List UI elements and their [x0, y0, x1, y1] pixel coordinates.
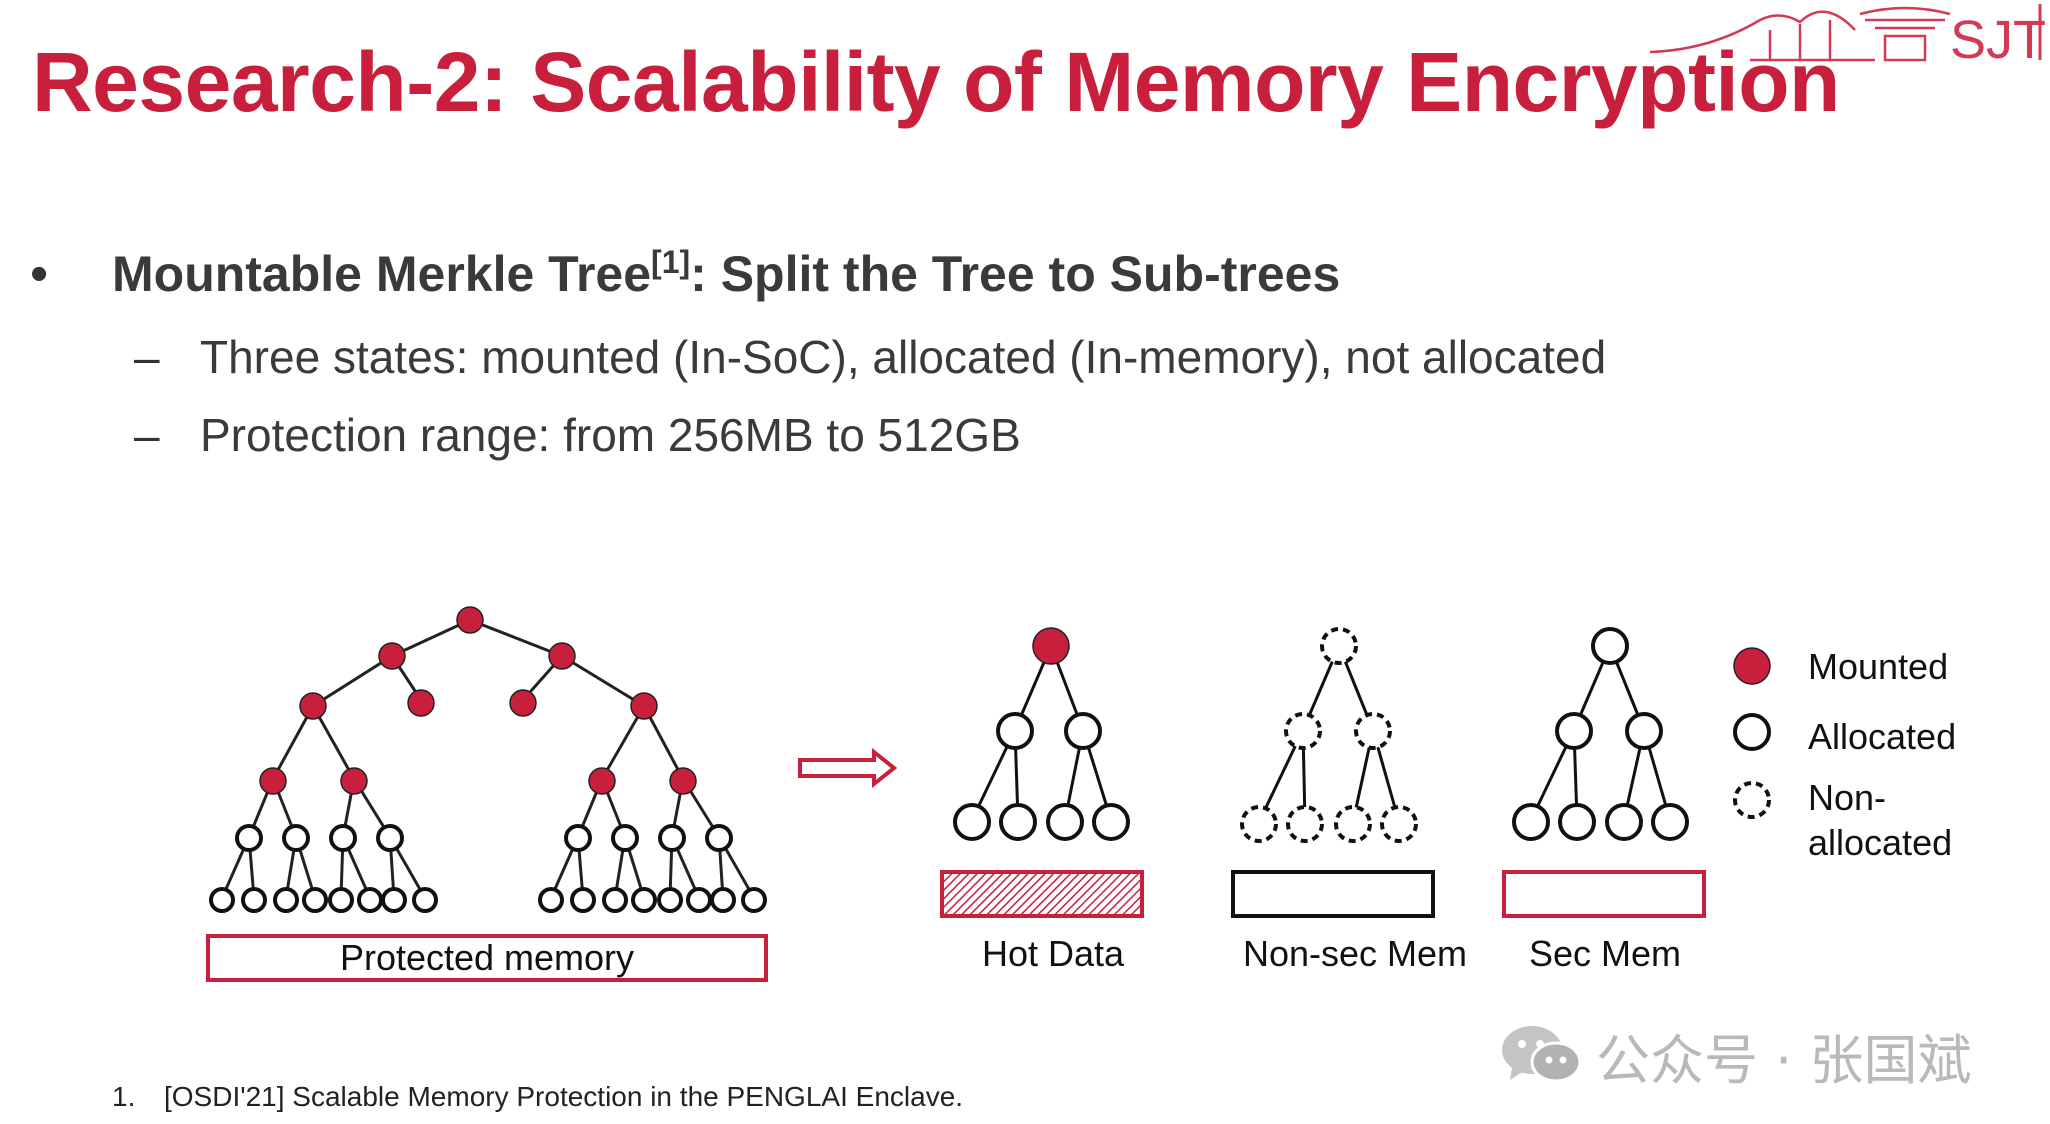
footnote-text: [OSDI'21] Scalable Memory Protection in … — [164, 1081, 964, 1112]
tree-node-allocated — [329, 824, 357, 852]
tree-node-allocated — [1625, 712, 1663, 750]
tree-leaf — [710, 887, 736, 913]
tree-leaf — [570, 887, 596, 913]
tree-node-mounted — [456, 606, 484, 634]
tree-node-mounted — [669, 767, 697, 795]
tree-leaf — [302, 887, 328, 913]
tree-node-mounted — [509, 689, 537, 717]
tree-leaf — [1651, 803, 1689, 841]
slide-title: Research-2: Scalability of Memory Encryp… — [32, 35, 1840, 129]
legend-allocated-label: Allocated — [1808, 716, 1956, 757]
hot-data-box — [940, 870, 1144, 918]
tree-node-allocated — [235, 824, 263, 852]
tree-leaf — [1334, 805, 1372, 843]
footnote-number: 1. — [112, 1081, 136, 1112]
big-tree-allocated-nodes — [209, 824, 767, 913]
tree-node-mounted — [340, 767, 368, 795]
sub-bullet-1: Three states: mounted (In-SoC), allocate… — [200, 331, 1607, 383]
protected-memory-label: Protected memory — [340, 937, 634, 978]
footnote: 1. [OSDI'21] Scalable Memory Protection i… — [112, 1081, 963, 1113]
tree-leaf — [1046, 803, 1084, 841]
tree-node-allocated — [658, 824, 686, 852]
sub-bullet-dash-1: – — [134, 331, 160, 383]
legend-non-allocated-label-2: allocated — [1808, 822, 1952, 863]
tree-leaf — [241, 887, 267, 913]
hot-data-label: Hot Data — [982, 933, 1125, 974]
bullet-symbol: • — [30, 245, 49, 303]
sub-bullet-2: Protection range: from 256MB to 512GB — [200, 409, 1021, 461]
sec-mem-box — [1502, 870, 1706, 918]
tree-node-allocated — [1555, 712, 1593, 750]
sec-mem-label: Sec Mem — [1529, 933, 1681, 974]
tree-leaf — [657, 887, 683, 913]
tree-node-allocated — [1064, 712, 1102, 750]
watermark-text: 公众号 · 张国斌 — [1596, 1028, 1972, 1092]
tree-leaf — [1380, 805, 1418, 843]
tree-leaf — [209, 887, 235, 913]
legend: Mounted Allocated Non- allocated — [1733, 646, 1956, 863]
big-tree-edges — [220, 618, 756, 899]
legend-mounted-label: Mounted — [1808, 646, 1948, 687]
tree-leaf — [328, 887, 354, 913]
tree-node-mounted — [378, 642, 406, 670]
tree-leaf — [741, 887, 767, 913]
tree-node-allocated — [611, 824, 639, 852]
subtree-hot-data: Hot Data — [940, 627, 1144, 974]
tree-node-allocated — [996, 712, 1034, 750]
tree-node-non-allocated — [1320, 627, 1358, 665]
tree-node-allocated — [376, 824, 404, 852]
tree-leaf — [381, 887, 407, 913]
tree-node-allocated — [1591, 627, 1629, 665]
main-bullet-text: Mountable Merkle Tree — [112, 246, 652, 302]
tree-leaf — [1092, 803, 1130, 841]
non-sec-mem-label: Non-sec Mem — [1243, 933, 1467, 974]
tree-leaf — [686, 887, 712, 913]
main-bullet-text-tail: : Split the Tree to Sub-trees — [690, 246, 1341, 302]
tree-node-mounted — [548, 642, 576, 670]
legend-non-allocated-icon — [1733, 781, 1771, 819]
tree-node-mounted — [407, 689, 435, 717]
tree-node-non-allocated — [1354, 712, 1392, 750]
tree-leaf — [1512, 803, 1550, 841]
tree-leaf — [1558, 803, 1596, 841]
tree-leaf — [953, 803, 991, 841]
tree-node-mounted — [299, 692, 327, 720]
legend-non-allocated-label-1: Non- — [1808, 777, 1886, 818]
tree-node-mounted — [1032, 627, 1070, 665]
tree-leaf — [602, 887, 628, 913]
sub-bullet-dash-2: – — [134, 409, 160, 461]
citation-marker: [1] — [651, 244, 691, 280]
tree-node-allocated — [564, 824, 592, 852]
tree-node-mounted — [588, 767, 616, 795]
tree-leaf — [1240, 805, 1278, 843]
protected-memory-box — [206, 934, 768, 982]
tree-leaf — [538, 887, 564, 913]
legend-mounted-icon — [1733, 647, 1771, 685]
tree-node-allocated — [282, 824, 310, 852]
subtree-non-sec-mem: Non-sec Mem — [1231, 627, 1467, 974]
tree-node-mounted — [259, 767, 287, 795]
non-sec-mem-box — [1231, 870, 1435, 918]
transform-arrow — [798, 747, 898, 789]
tree-node-mounted — [630, 692, 658, 720]
tree-node-non-allocated — [1284, 712, 1322, 750]
sjtu-logo: SJTU — [1650, 4, 2045, 64]
tree-leaf — [273, 887, 299, 913]
tree-node-allocated — [705, 824, 733, 852]
tree-leaf — [631, 887, 657, 913]
big-tree-mounted-nodes — [259, 606, 697, 795]
watermark: 公众号 · 张国斌 — [1500, 1020, 1972, 1092]
tree-leaf — [999, 803, 1037, 841]
subtree-sec-mem: Sec Mem — [1502, 627, 1706, 974]
logo-text: SJTU — [1950, 10, 2045, 64]
tree-leaf — [412, 887, 438, 913]
tree-leaf — [1605, 803, 1643, 841]
tree-leaf — [1286, 805, 1324, 843]
tree-leaf — [357, 887, 383, 913]
legend-allocated-icon — [1733, 713, 1771, 751]
wechat-icon — [1502, 1026, 1582, 1083]
main-bullet: Mountable Merkle Tree[1]: Split the Tree… — [112, 244, 1340, 303]
